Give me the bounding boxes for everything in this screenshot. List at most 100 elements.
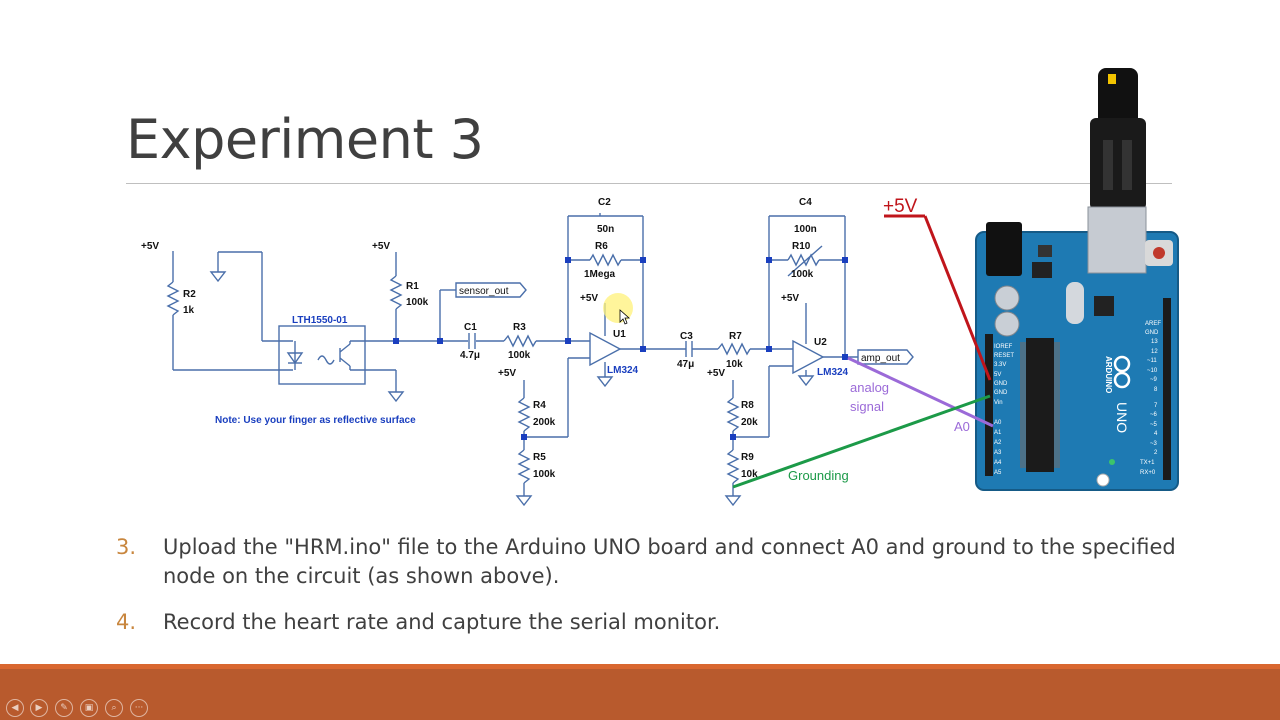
svg-text:RX+0: RX+0 xyxy=(1140,470,1156,476)
step-text: Record the heart rate and capture the se… xyxy=(163,610,721,634)
u1-value: LM324 xyxy=(607,365,639,376)
svg-text:~5: ~5 xyxy=(1150,422,1158,428)
svg-text:RESET: RESET xyxy=(994,353,1014,359)
list-item: 3. Upload the "HRM.ino" file to the Ardu… xyxy=(116,533,1176,591)
r2-value: 1k xyxy=(183,305,195,316)
more-icon[interactable]: ··· xyxy=(130,699,148,717)
svg-text:Vin: Vin xyxy=(994,400,1003,406)
u2-name: U2 xyxy=(814,337,827,348)
r3-value: 100k xyxy=(508,350,531,361)
r10-name: R10 xyxy=(792,241,811,252)
r7-name: R7 xyxy=(729,331,742,342)
svg-text:7: 7 xyxy=(1154,403,1158,409)
circuit-schematic: +5V +5V +5V +5V +5V +5V R2 1k R1 100k C1… xyxy=(141,68,1179,507)
svg-text:GND: GND xyxy=(994,390,1008,396)
svg-text:~3: ~3 xyxy=(1150,441,1158,447)
svg-text:IOREF: IOREF xyxy=(994,344,1013,350)
analog-signal-label-2: signal xyxy=(850,399,884,414)
c3-name: C3 xyxy=(680,331,693,342)
finger-note: Note: Use your finger as reflective surf… xyxy=(215,415,416,426)
svg-text:4: 4 xyxy=(1154,431,1158,437)
pen-icon[interactable]: ✎ xyxy=(55,699,73,717)
arduino-logo-icon xyxy=(1113,355,1131,389)
svg-text:AREF: AREF xyxy=(1145,321,1161,327)
r1-value: 100k xyxy=(406,297,429,308)
r6-name: R6 xyxy=(595,241,608,252)
svg-text:A2: A2 xyxy=(994,440,1002,446)
r8-name: R8 xyxy=(741,400,754,411)
c3-value: 47μ xyxy=(677,359,694,370)
svg-text:A1: A1 xyxy=(994,430,1002,436)
svg-text:~11: ~11 xyxy=(1147,358,1157,364)
svg-text:3.3V: 3.3V xyxy=(994,362,1006,368)
label-vcc-r1: +5V xyxy=(372,241,390,252)
c4-name: C4 xyxy=(799,197,812,208)
label-vcc-r2: +5V xyxy=(141,241,159,252)
svg-text:A4: A4 xyxy=(994,460,1002,466)
footer-accent xyxy=(0,664,1280,669)
svg-text:A0: A0 xyxy=(994,420,1002,426)
step-number: 3. xyxy=(116,535,137,559)
analog-signal-label-1: analog xyxy=(850,380,889,395)
label-vcc-u2: +5V xyxy=(781,293,799,304)
r2-name: R2 xyxy=(183,289,196,300)
r3-name: R3 xyxy=(513,322,526,333)
r6-value: 1Mega xyxy=(584,269,616,280)
slide-footer xyxy=(0,669,1280,720)
u1-name: U1 xyxy=(613,329,626,340)
title-divider xyxy=(126,183,1172,184)
arduino-brand: ARDUINO xyxy=(1104,356,1113,393)
svg-text:12: 12 xyxy=(1151,349,1158,355)
svg-text:13: 13 xyxy=(1151,339,1158,345)
svg-text:A5: A5 xyxy=(994,470,1002,476)
next-icon[interactable]: ▶ xyxy=(30,699,48,717)
label-vcc-u1: +5V xyxy=(580,293,598,304)
r1-name: R1 xyxy=(406,281,419,292)
step-text: Upload the "HRM.ino" file to the Arduino… xyxy=(163,535,1176,588)
slide-title: Experiment 3 xyxy=(126,108,484,171)
r9-name: R9 xyxy=(741,452,754,463)
svg-text:8: 8 xyxy=(1154,387,1158,393)
r10-value: 100k xyxy=(791,269,814,280)
slides-icon[interactable]: ▣ xyxy=(80,699,98,717)
arduino-5v-label: +5V xyxy=(883,196,918,217)
arduino-uno-label: UNO xyxy=(1114,402,1130,433)
svg-text:GND: GND xyxy=(994,381,1008,387)
r5-name: R5 xyxy=(533,452,546,463)
u2-value: LM324 xyxy=(817,367,849,378)
zoom-icon[interactable]: ⌕ xyxy=(105,699,123,717)
c2-value: 50n xyxy=(597,224,614,235)
instruction-list: 3. Upload the "HRM.ino" file to the Ardu… xyxy=(116,533,1176,654)
r7-value: 10k xyxy=(726,359,743,370)
sensor-out-tag: sensor_out xyxy=(459,286,509,297)
sensor-label: LTH1550-01 xyxy=(292,315,348,326)
prev-icon[interactable]: ◀ xyxy=(6,699,24,717)
svg-text:~10: ~10 xyxy=(1147,368,1158,374)
amp-out-tag: amp_out xyxy=(861,353,900,364)
svg-text:5V: 5V xyxy=(994,372,1001,378)
r8-value: 20k xyxy=(741,417,758,428)
list-item: 4. Record the heart rate and capture the… xyxy=(116,608,1176,637)
label-vcc-r8: +5V xyxy=(707,368,725,379)
pointer-highlight xyxy=(603,293,633,323)
svg-text:TX+1: TX+1 xyxy=(1140,460,1155,466)
grounding-label: Grounding xyxy=(788,468,849,483)
r4-value: 200k xyxy=(533,417,556,428)
svg-text:2: 2 xyxy=(1154,450,1158,456)
c4-value: 100n xyxy=(794,224,817,235)
r4-name: R4 xyxy=(533,400,546,411)
c1-name: C1 xyxy=(464,322,477,333)
step-number: 4. xyxy=(116,610,137,634)
r9-value: 10k xyxy=(741,469,758,480)
c1-value: 4.7μ xyxy=(460,350,480,361)
svg-text:~9: ~9 xyxy=(1150,377,1158,383)
mouse-pointer-icon xyxy=(619,309,631,325)
r5-value: 100k xyxy=(533,469,556,480)
svg-text:A3: A3 xyxy=(994,450,1002,456)
c2-name: C2 xyxy=(598,197,611,208)
label-vcc-r4: +5V xyxy=(498,368,516,379)
a0-label: A0 xyxy=(954,419,970,434)
svg-text:GND: GND xyxy=(1145,330,1159,336)
